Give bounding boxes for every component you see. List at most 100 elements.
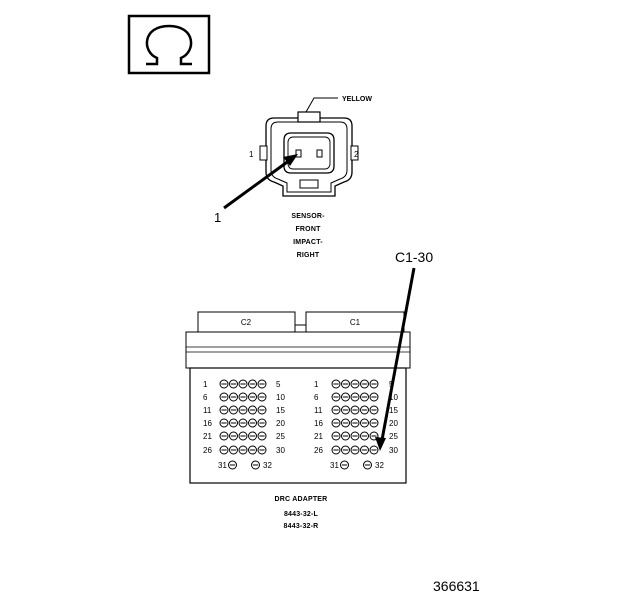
sensor-pin-label-left: 1: [249, 150, 254, 159]
pin-cavity: [350, 392, 360, 402]
row-label: 11: [314, 406, 323, 415]
pin-cavity: [350, 431, 360, 441]
pin-cavity: [369, 405, 379, 415]
row-label: 20: [276, 419, 285, 428]
pin-cavity: [238, 379, 248, 389]
pin-cavity: [360, 392, 369, 402]
pin-cavity: [229, 405, 238, 415]
row-label: 16: [314, 419, 323, 428]
adapter-caption-line: DRC ADAPTER: [275, 496, 328, 503]
row-label: 11: [203, 406, 212, 415]
pin-cavity: [341, 431, 350, 441]
pin-cavity: [257, 392, 267, 402]
row-label: 31: [330, 461, 339, 470]
pin-cavity: [360, 418, 369, 428]
adapter-caption-line: 8443-32-L: [284, 511, 319, 518]
sensor-title-line: IMPACT-: [293, 239, 323, 246]
sensor-connector: [259, 111, 359, 197]
pin-cavity: [248, 379, 257, 389]
pin-cavity: [238, 405, 248, 415]
drc-adapter: [185, 311, 411, 484]
pin-cavity: [248, 405, 257, 415]
pin-cavity: [350, 379, 360, 389]
pin-cavity: [369, 445, 379, 455]
row-label: 10: [276, 393, 285, 402]
row-label: 20: [389, 419, 398, 428]
adapter-caption: DRC ADAPTER 8443-32-L 8443-32-R: [275, 496, 328, 530]
pin-cavity: [350, 405, 360, 415]
pin-cavity: [257, 379, 267, 389]
row-label: 25: [389, 432, 398, 441]
pin-cavity: [238, 445, 248, 455]
pin-cavity: [341, 392, 350, 402]
pin-cavity: [369, 418, 379, 428]
pin-cavity: [363, 460, 372, 470]
sensor-title-line: FRONT: [295, 226, 321, 233]
callout-arrow-1: [223, 154, 298, 210]
adapter-tab-right-label: C1: [350, 318, 361, 327]
pin-cavity: [228, 460, 237, 470]
row-label: 15: [276, 406, 285, 415]
row-label: 21: [314, 432, 323, 441]
pin-cavity: [257, 431, 267, 441]
pin-cavity: [238, 431, 248, 441]
pin-cavity: [229, 418, 238, 428]
pin-cavity: [257, 445, 267, 455]
row-label: 10: [389, 393, 398, 402]
pin-cavity: [219, 379, 229, 389]
sensor-title-line: SENSOR-: [291, 213, 325, 220]
pin-cavity: [238, 392, 248, 402]
pin-cavity: [248, 445, 257, 455]
pin-cavity: [341, 418, 350, 428]
row-label: 21: [203, 432, 212, 441]
pin-cavity: [248, 418, 257, 428]
pin-cavity: [350, 445, 360, 455]
sensor-callout-number: 1: [214, 210, 221, 225]
color-leader-line: [305, 97, 338, 113]
pin-cavity: [350, 418, 360, 428]
pin-cavity: [229, 392, 238, 402]
pin-cavity: [360, 445, 369, 455]
pin-cavity: [248, 431, 257, 441]
row-label: 31: [218, 461, 227, 470]
pin-cavity: [331, 379, 341, 389]
row-label: 6: [203, 393, 208, 402]
pin-cavity: [219, 418, 229, 428]
pin-cavity: [341, 379, 350, 389]
pin-cavity: [229, 431, 238, 441]
pin-cavity: [248, 392, 257, 402]
adapter-tab-left-label: C2: [241, 318, 252, 327]
adapter-caption-line: 8443-32-R: [284, 523, 319, 530]
adapter-pin-grid: [219, 379, 379, 470]
row-label: 30: [276, 446, 285, 455]
pin-cavity: [331, 431, 341, 441]
pin-cavity: [360, 379, 369, 389]
adapter-callout-label: C1-30: [395, 249, 433, 265]
pin-cavity: [257, 418, 267, 428]
pin-cavity: [331, 445, 341, 455]
row-label: 6: [314, 393, 319, 402]
callout-arrow-c1-30: [375, 267, 416, 451]
pin-cavity: [229, 379, 238, 389]
sensor-title-line: RIGHT: [297, 252, 320, 259]
pin-cavity: [340, 460, 349, 470]
pin-cavity: [251, 460, 260, 470]
pin-cavity: [331, 392, 341, 402]
row-label: 26: [314, 446, 323, 455]
row-label: 32: [375, 461, 384, 470]
pin-cavity: [341, 445, 350, 455]
pin-cavity: [219, 392, 229, 402]
figure-number: 366631: [433, 578, 480, 594]
pin-cavity: [257, 405, 267, 415]
pin-cavity: [360, 431, 369, 441]
pin-cavity: [331, 405, 341, 415]
sensor-title: SENSOR- FRONT IMPACT- RIGHT: [291, 213, 325, 259]
right-block-row-labels: 1 6 11 16 21 26 5 10 15 20 25 30 31 32: [314, 380, 398, 470]
row-label: 26: [203, 446, 212, 455]
row-label: 30: [389, 446, 398, 455]
left-block-row-labels: 1 6 11 16 21 26 5 10 15 20 25 30 31 32: [203, 380, 285, 470]
pin-cavity: [369, 379, 379, 389]
sensor-pin-label-right: 2: [354, 150, 359, 159]
